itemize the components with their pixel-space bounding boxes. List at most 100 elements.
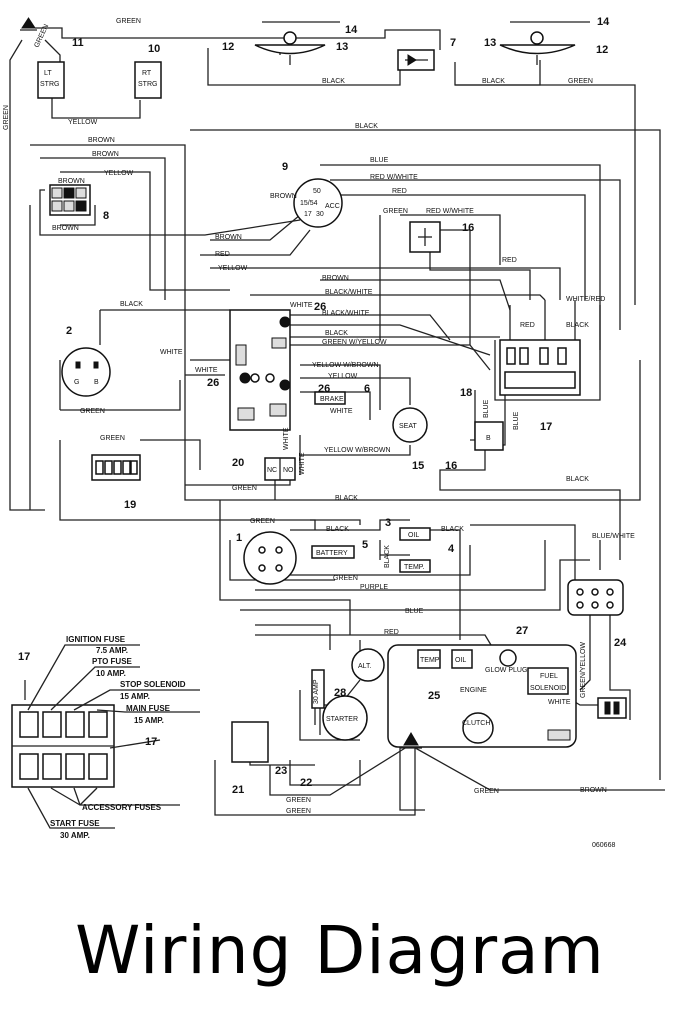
connector-8 (49, 184, 91, 216)
wire-label: WHITE (330, 408, 353, 415)
label-19: 19 (124, 499, 136, 511)
wire-label: BLACK/WHITE (322, 310, 370, 317)
wire-label: BLACK (325, 330, 348, 337)
wire-label: YELLOW W/BROWN (312, 362, 379, 369)
nc-label: NC (267, 467, 277, 474)
alt-label: ALT. (358, 663, 372, 670)
wire-label: GREEN (474, 788, 499, 795)
label-21: 21 (232, 784, 244, 796)
lt-strg-switch: LT STRG (37, 61, 65, 99)
wire-label: YELLOW (104, 170, 134, 177)
wire-label: BROWN (52, 225, 79, 232)
wire-label: WHITE (548, 699, 571, 706)
wire-label: WHITE/RED (566, 296, 605, 303)
fuse-labels: IGNITION FUSE 7.5 AMP. PTO FUSE 10 AMP. … (50, 635, 186, 840)
label-26a: 26 (314, 301, 326, 313)
switch-term-30: 30 (316, 211, 324, 218)
label-8: 8 (103, 210, 109, 222)
wire-label: RED W/WHITE (370, 174, 418, 181)
start-fuse-amp: 30 AMP. (60, 831, 90, 840)
wire-label: GREEN/YELLOW (580, 642, 587, 698)
wire-label: GREEN (3, 105, 10, 130)
label-10: 10 (148, 43, 160, 55)
label-12b: 12 (596, 44, 608, 56)
wire-label: BLACK (482, 78, 505, 85)
battery-label: BATTERY (316, 550, 348, 557)
switch-term-50: 50 (313, 188, 321, 195)
rt-strg-switch: RT STRG (134, 61, 162, 99)
ignition-fuse-label: IGNITION FUSE (66, 635, 126, 644)
regulator-term-b: B (94, 379, 99, 386)
fuse-box (11, 644, 200, 829)
clutch-label: CLUTCH (462, 720, 490, 727)
relay-block-17-18 (499, 339, 581, 396)
regulator-2: G B (61, 347, 111, 397)
wire-label: YELLOW (68, 119, 98, 126)
oil-sensor-3: OIL (399, 527, 431, 541)
wire-label: BLUE (483, 399, 490, 418)
wire-label: BROWN (322, 275, 349, 282)
wire-label: BROWN (92, 151, 119, 158)
wire-label: YELLOW (328, 373, 358, 380)
starter-motor: STARTER (322, 695, 368, 741)
stop-solenoid-amp: 15 AMP. (120, 692, 150, 701)
wire-label: BLACK/WHITE (325, 289, 373, 296)
wire-label: GREEN (80, 408, 105, 415)
wire-label: BROWN (270, 193, 297, 200)
rt-strg-label-2: STRG (138, 81, 157, 88)
drawing-number: 060668 (592, 842, 615, 849)
wire-label: BLUE (513, 411, 520, 430)
wire-label: RED (215, 251, 230, 258)
no-label: NO (283, 467, 294, 474)
label-5: 5 (362, 539, 368, 551)
ground-symbol-bottom (400, 732, 422, 749)
ignition-fuse-amp: 7.5 AMP. (96, 646, 128, 655)
starter-label: STARTER (326, 716, 358, 723)
wire-label: BLUE/WHITE (592, 533, 635, 540)
label-20: 20 (232, 457, 244, 469)
wire-label: GREEN W/YELLOW (322, 339, 387, 346)
wire-label: BROWN (215, 234, 242, 241)
engine-label: ENGINE (460, 687, 487, 694)
wire-label: GREEN (33, 23, 50, 49)
label-7: 7 (450, 37, 456, 49)
label-3: 3 (385, 517, 391, 529)
label-28: 28 (334, 687, 346, 699)
relay-16-bottom: B (474, 421, 504, 451)
wire-label: GREEN (383, 208, 408, 215)
wire-label: GREEN (250, 518, 275, 525)
stop-solenoid-label: STOP SOLENOID (120, 680, 186, 689)
label-22: 22 (300, 777, 312, 789)
wire-label: WHITE (160, 349, 183, 356)
alternator: ALT. (351, 648, 385, 682)
fuse-row-bottom (19, 753, 108, 780)
wire-label: BLACK (384, 545, 391, 568)
wire-label: GREEN (286, 797, 311, 804)
wire-label: BROWN (88, 137, 115, 144)
label-1: 1 (236, 532, 242, 544)
label-2: 2 (66, 325, 72, 337)
wire-label: BROWN (580, 787, 607, 794)
engine-oil-label: OIL (455, 657, 466, 664)
label-15: 15 (412, 460, 424, 472)
wire-label: RED W/WHITE (426, 208, 474, 215)
wire-label: GREEN (232, 485, 257, 492)
regulator-term-g: G (74, 379, 79, 386)
wire-label: BLACK (441, 526, 464, 533)
wire-label: GREEN (116, 18, 141, 25)
label-24: 24 (614, 637, 627, 649)
wire-label: RED (392, 188, 407, 195)
rt-strg-label-1: RT (142, 70, 152, 77)
pto-fuse-amp: 10 AMP. (96, 669, 126, 678)
connector-right (597, 697, 627, 719)
label-26c: 26 (318, 383, 330, 395)
main-fuse-amp: 15 AMP. (134, 716, 164, 725)
headlight-left (254, 21, 340, 65)
component-7-diode (397, 49, 435, 71)
seat-switch-15: SEAT (392, 407, 428, 443)
label-4: 4 (448, 543, 455, 555)
fuel-solenoid-label-1: FUEL (540, 673, 558, 680)
wire-label: BLACK (322, 78, 345, 85)
wire-label: WHITE (195, 367, 218, 374)
wire-label: WHITE (299, 452, 306, 475)
